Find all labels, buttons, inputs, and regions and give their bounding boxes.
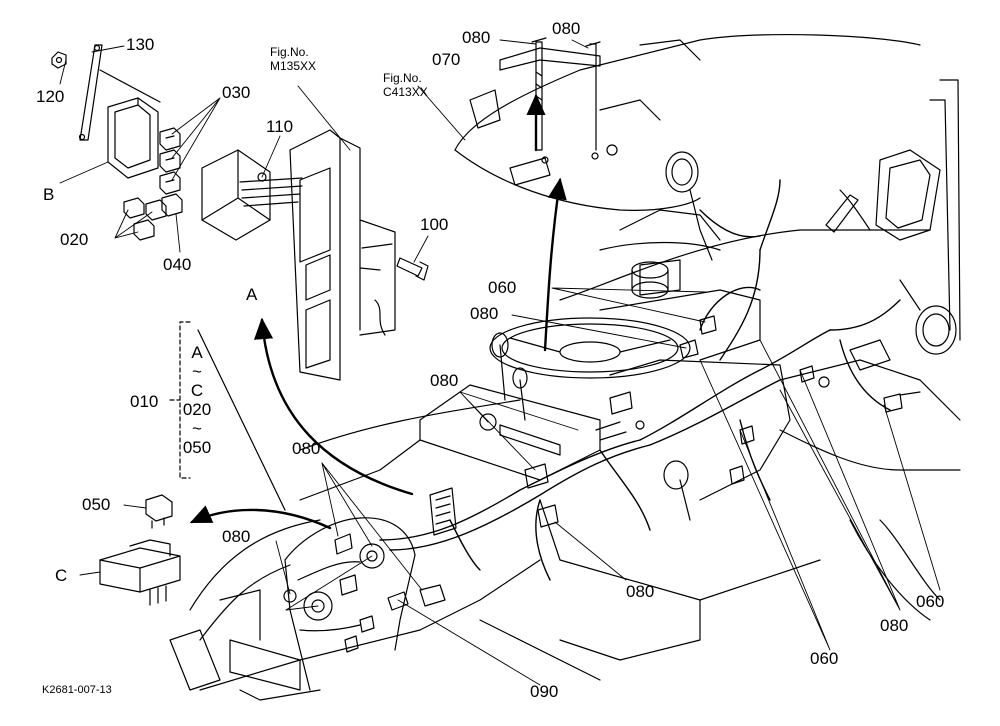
fig-ref-m135-line2: M135XX [270, 58, 317, 73]
leader-lines [59, 39, 941, 686]
group-range-line: C [190, 381, 204, 400]
fig-ref-m135-line1: Fig.No. [270, 45, 309, 59]
group-range-line: ~ [192, 419, 202, 438]
part-label-080-mid: 080 [470, 304, 499, 323]
part-label-080-top-right: 080 [552, 19, 581, 38]
part-label-110: 110 [266, 117, 294, 136]
work-light-top [665, 151, 713, 261]
part-label-130: 130 [126, 35, 155, 54]
head-light-right [899, 279, 957, 355]
fig-ref-c413: Fig.No. C413XX [383, 71, 428, 100]
seat-and-rops [825, 79, 961, 341]
fig-ref-c413-line2: C413XX [383, 84, 428, 99]
view-letter-b: B [43, 185, 55, 204]
part-label-080-left: 080 [292, 439, 321, 458]
control-module [201, 149, 303, 241]
bolt-100 [396, 257, 429, 281]
part-label-080-top-left: 080 [462, 28, 491, 47]
relay-bracket-130 [78, 44, 161, 141]
part-label-060-bottom: 060 [810, 649, 839, 668]
part-label-060-mid: 060 [488, 278, 517, 297]
dashboard-console [299, 384, 601, 501]
view-letter-c: C [55, 566, 68, 585]
group-range-line: ~ [192, 362, 202, 381]
group-bracket-010 [169, 321, 191, 479]
part-label-070: 070 [432, 50, 461, 69]
detail-c-relay [99, 539, 181, 606]
harness-wires [379, 179, 901, 581]
fuses-030 [159, 127, 183, 217]
fig-ref-c413-line1: Fig.No. [383, 71, 422, 85]
part-label-090: 090 [530, 682, 559, 701]
gear-levers [491, 332, 691, 521]
bracket-070 [499, 37, 601, 151]
group-range-line: 020 [182, 400, 212, 419]
detail-a-pointer [197, 329, 286, 511]
part-label-060-right: 060 [916, 592, 945, 611]
front-grille [169, 519, 321, 701]
part-label-040: 040 [163, 255, 192, 274]
relay-holder-b [107, 97, 159, 179]
harness-front-cluster [283, 517, 446, 691]
group-range-line: A [191, 343, 203, 362]
part-label-030: 030 [222, 83, 251, 102]
group-range-line: 050 [182, 438, 212, 457]
fuse-050 [145, 494, 173, 529]
harness-connectors [429, 315, 921, 536]
nut-120 [51, 51, 67, 69]
drawing-code: K2681-007-13 [42, 684, 112, 696]
part-label-080-lower-left: 080 [222, 527, 251, 546]
part-label-020: 020 [60, 230, 89, 249]
view-letter-a: A [246, 285, 258, 304]
part-label-120: 120 [36, 87, 65, 106]
steering-wheel [489, 317, 691, 379]
cover-panel-top [454, 33, 921, 211]
fuses-020 [123, 197, 167, 241]
part-label-080-bottom-right: 080 [880, 616, 909, 635]
part-label-100: 100 [420, 215, 449, 234]
arrows [189, 93, 567, 530]
dash-panel-left [289, 129, 396, 381]
group-range: A ~ C 020 ~ 050 [177, 343, 217, 457]
part-label-050: 050 [82, 495, 111, 514]
fig-ref-m135: Fig.No. M135XX [270, 45, 317, 74]
part-label-080-center: 080 [626, 582, 655, 601]
part-label-010: 010 [130, 392, 159, 411]
part-label-080-dash: 080 [430, 371, 459, 390]
